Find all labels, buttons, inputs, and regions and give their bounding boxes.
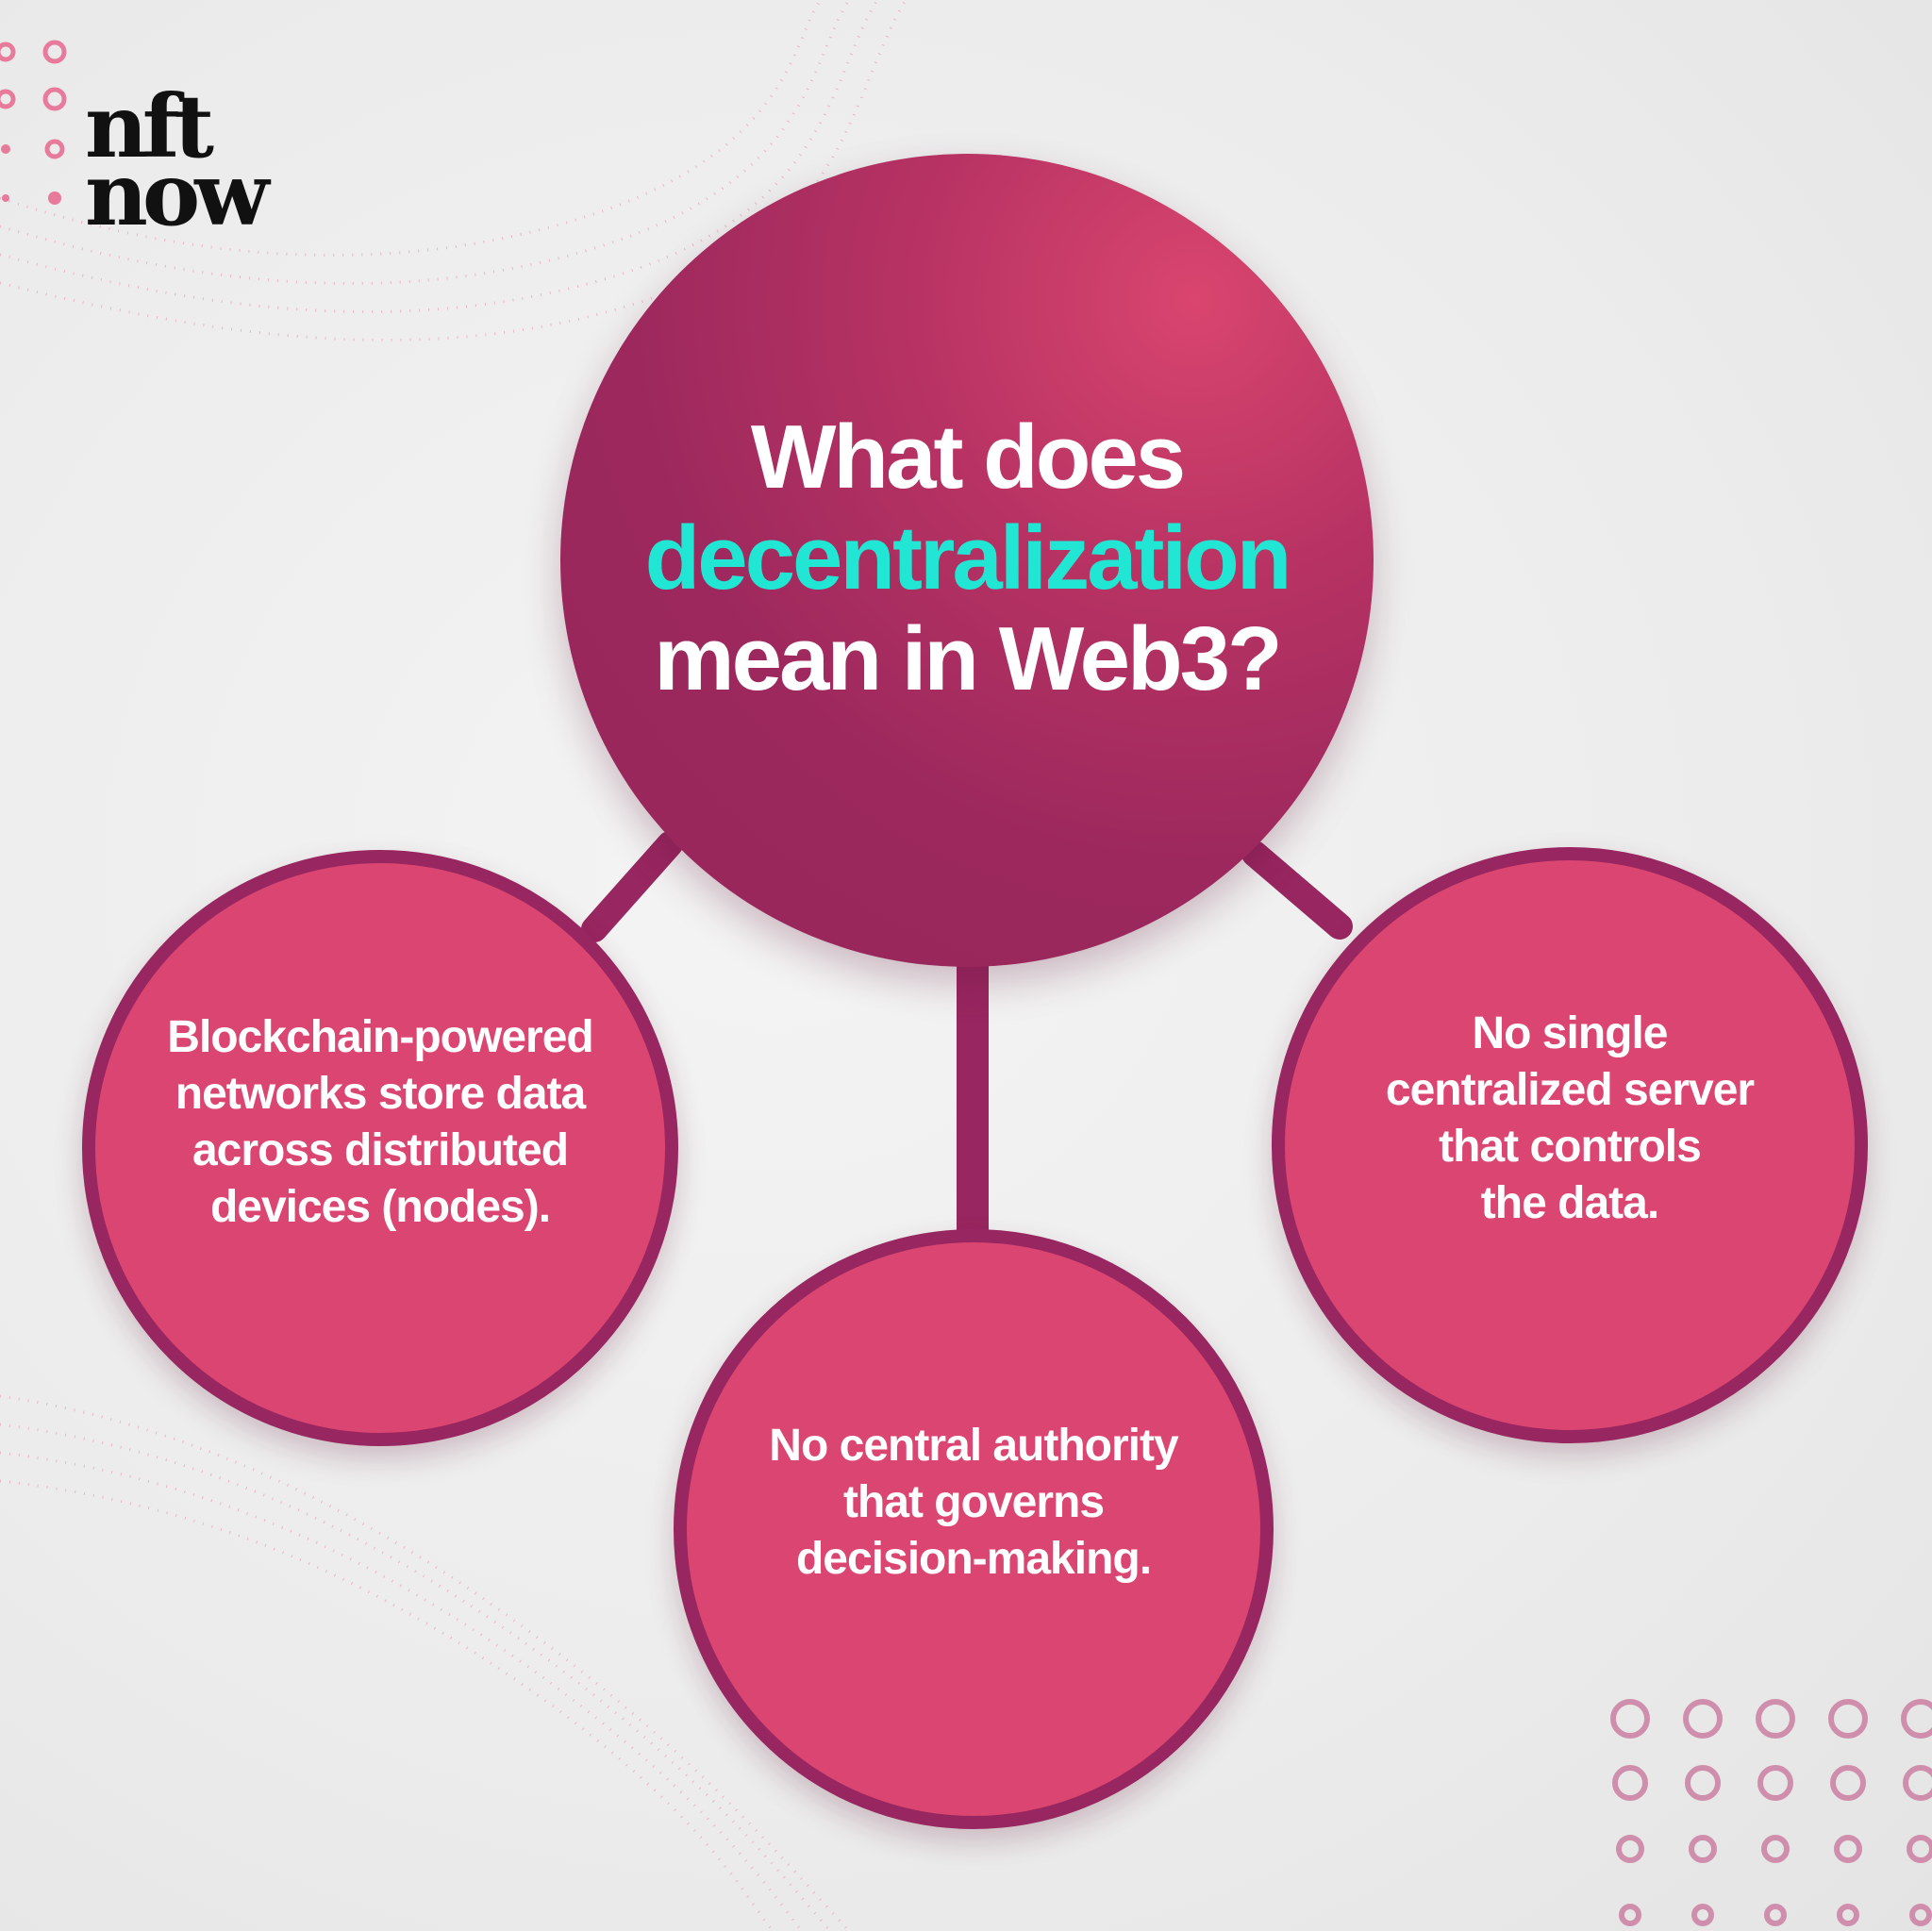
deco-ring	[1757, 1765, 1793, 1801]
deco-ring	[1909, 1904, 1932, 1926]
question-line-1: What does	[750, 406, 1186, 508]
deco-ring	[0, 42, 16, 62]
deco-dot	[2, 194, 9, 202]
node-bottom-text: No central authority that governs decisi…	[769, 1418, 1178, 1588]
main-question: What does decentralization mean in Web3?	[644, 406, 1292, 709]
deco-ring	[1610, 1699, 1650, 1739]
main-question-circle: What does decentralization mean in Web3?	[560, 154, 1374, 967]
deco-ring	[1761, 1835, 1790, 1863]
deco-ring	[0, 89, 16, 109]
deco-dot	[48, 191, 61, 205]
node-right: No single centralized server that contro…	[1272, 847, 1868, 1443]
logo-line-2: now	[85, 143, 269, 246]
deco-ring	[44, 139, 65, 159]
deco-ring	[1616, 1835, 1644, 1863]
node-bottom-line: that governs	[842, 1477, 1105, 1527]
deco-dot	[1, 144, 10, 154]
deco-ring	[1756, 1699, 1795, 1739]
node-left-line: across distributed	[192, 1125, 569, 1175]
node-right-line: No single	[1472, 1008, 1668, 1058]
node-right-line: that controls	[1439, 1122, 1702, 1172]
deco-ring	[1689, 1835, 1717, 1863]
connector-right	[1241, 841, 1353, 940]
deco-ring	[42, 40, 67, 64]
node-bottom-line: decision-making.	[795, 1534, 1152, 1584]
deco-ring	[42, 87, 67, 111]
question-line-3: mean in Web3?	[654, 608, 1282, 709]
deco-ring	[1901, 1699, 1932, 1739]
deco-ring	[1683, 1699, 1723, 1739]
node-right-line: the data.	[1480, 1178, 1659, 1228]
deco-ring	[1834, 1835, 1862, 1863]
deco-ring	[1685, 1765, 1721, 1801]
deco-ring	[1764, 1904, 1787, 1926]
deco-ring	[1907, 1835, 1932, 1863]
deco-ring	[1830, 1765, 1866, 1801]
deco-ring	[1619, 1904, 1641, 1926]
connector-left	[581, 831, 683, 942]
node-right-line: centralized server	[1385, 1065, 1755, 1115]
node-right-text: No single centralized server that contro…	[1385, 1006, 1755, 1232]
node-left-text: Blockchain-powered networks store data a…	[167, 1009, 593, 1236]
deco-ring	[1691, 1904, 1714, 1926]
deco-ring	[1828, 1699, 1868, 1739]
logo-line-1: nft	[85, 75, 214, 177]
node-bottom: No central authority that governs decisi…	[674, 1229, 1274, 1829]
node-left-line: networks store data	[175, 1069, 586, 1119]
node-left-line: Blockchain-powered	[167, 1012, 593, 1062]
deco-ring	[1903, 1765, 1932, 1801]
deco-ring	[1612, 1765, 1648, 1801]
question-highlight: decentralization	[644, 507, 1292, 608]
deco-ring	[1837, 1904, 1859, 1926]
node-left-line: devices (nodes).	[209, 1182, 551, 1232]
node-left: Blockchain-powered networks store data a…	[82, 850, 678, 1446]
node-bottom-line: No central authority	[769, 1421, 1178, 1471]
nftnow-logo: nft now	[85, 75, 283, 246]
